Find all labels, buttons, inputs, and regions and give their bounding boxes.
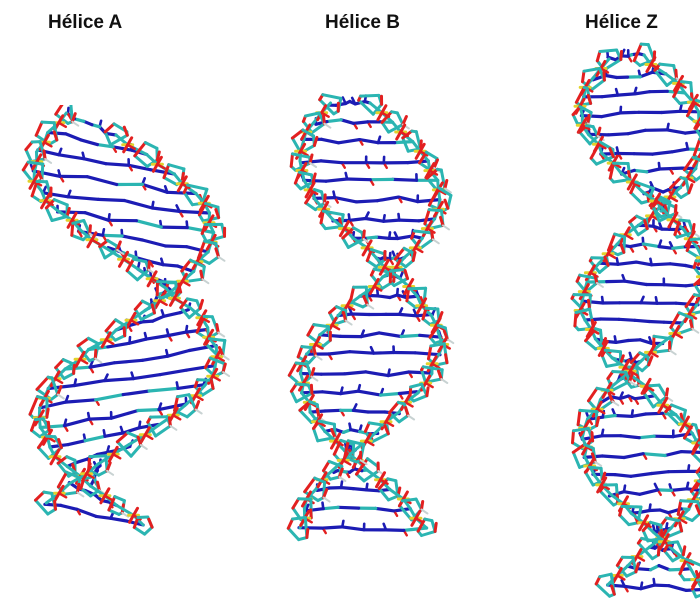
helix-a-model xyxy=(8,105,238,560)
helix-a-title: Hélice A xyxy=(48,12,123,33)
helix-z-model xyxy=(548,40,700,605)
helix-a-stick-model-icon xyxy=(21,105,231,536)
helix-z-stick-model-icon xyxy=(570,42,700,599)
helix-b-title: Hélice B xyxy=(325,12,400,33)
helix-z-title: Hélice Z xyxy=(585,12,658,33)
helix-b-stick-model-icon xyxy=(286,93,455,542)
helix-b-model xyxy=(268,78,478,553)
